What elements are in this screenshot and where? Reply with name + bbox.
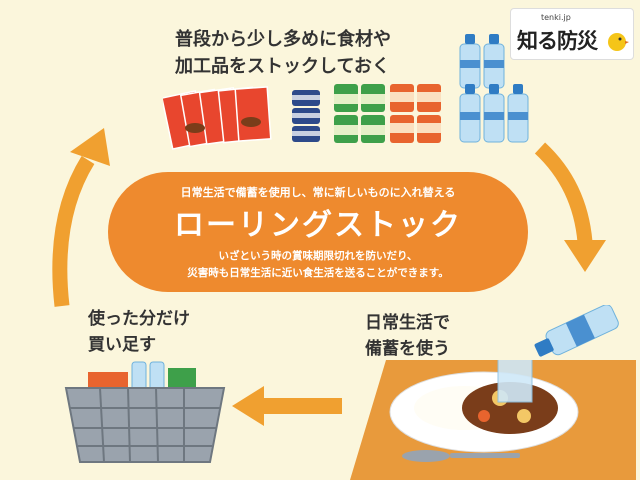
banner-desc-line2: 災害時も日常生活に近い食生活を送ることができます。 xyxy=(187,267,449,279)
left-caption-line2: 買い足す xyxy=(88,335,156,355)
curry-plate-icon xyxy=(350,360,636,480)
left-caption: 使った分だけ 買い足す xyxy=(88,306,190,358)
logo-title: 知る防災 xyxy=(517,29,598,53)
pouring-bottle-icon xyxy=(534,305,619,357)
arrow-left xyxy=(52,156,95,307)
arrow-top-right xyxy=(534,142,593,243)
right-caption: 日常生活で 備蓄を使う xyxy=(365,310,450,362)
bird-mascot-icon xyxy=(608,33,629,51)
banner-subtitle: 日常生活で備蓄を使用し、常に新しいものに入れ替える xyxy=(180,186,456,199)
top-caption: 普段から少し多めに食材や 加工品をストックしておく xyxy=(175,26,391,80)
arrow-head-bottom xyxy=(232,386,264,426)
tenki-logo: tenki.jp 知る防災 xyxy=(510,8,634,60)
shopping-basket-icon xyxy=(64,361,226,463)
top-caption-line1: 普段から少し多めに食材や xyxy=(175,29,391,50)
banner-desc-line1: いざという時の賞味期限切れを防いだり、 xyxy=(218,250,418,262)
logo-site-text: tenki.jp xyxy=(541,13,571,22)
canned-vegetable-icon xyxy=(334,84,385,143)
arrow-bottom-shaft xyxy=(262,398,342,414)
banner-description: いざという時の賞味期限切れを防いだり、 災害時も日常生活に近い食生活を送ることが… xyxy=(108,248,528,282)
arrow-head-top-right xyxy=(564,240,606,272)
canned-fruit-icon xyxy=(390,84,441,143)
top-caption-line2: 加工品をストックしておく xyxy=(175,56,390,77)
arrow-head-left xyxy=(70,128,110,166)
left-caption-line1: 使った分だけ xyxy=(88,309,190,329)
right-caption-line2: 備蓄を使う xyxy=(365,339,450,359)
retort-curry-pack-icon xyxy=(163,86,272,150)
center-banner: 日常生活で備蓄を使用し、常に新しいものに入れ替える ローリングストック いざとい… xyxy=(108,172,528,292)
right-caption-line1: 日常生活で xyxy=(365,313,450,333)
banner-title: ローリングストック xyxy=(174,208,462,243)
water-bottle-icon xyxy=(459,34,529,143)
canned-tuna-icon xyxy=(292,90,320,142)
